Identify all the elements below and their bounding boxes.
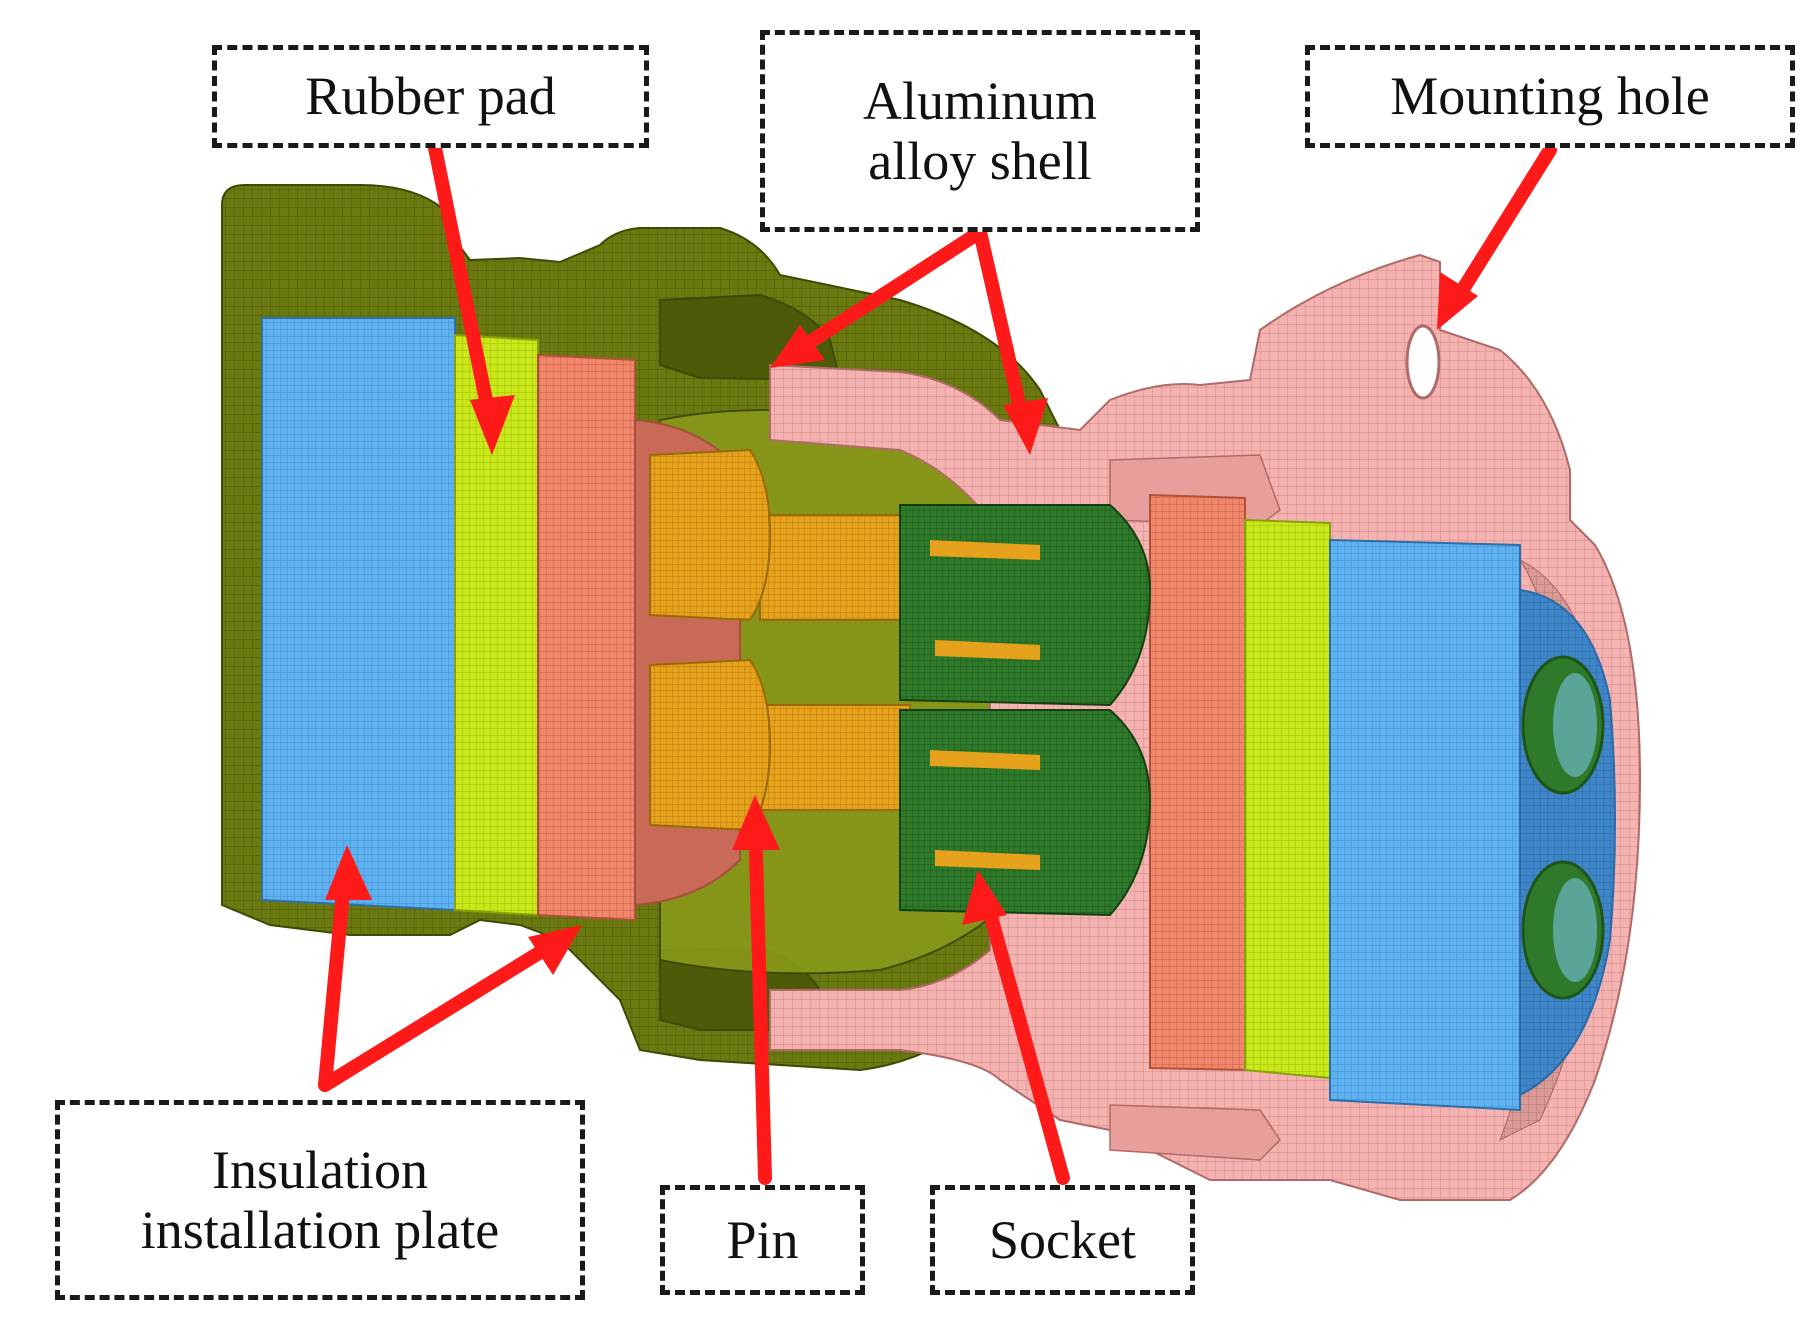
label-socket: Socket — [930, 1185, 1195, 1295]
arrow-heads — [325, 272, 1478, 975]
label-aluminum-line2: alloy shell — [868, 131, 1092, 191]
label-mounting-hole-text: Mounting hole — [1390, 66, 1710, 127]
label-aluminum-shell: Aluminum alloy shell — [760, 30, 1200, 232]
pin-upper — [649, 448, 911, 622]
socket-lower — [899, 709, 1152, 917]
arrow-socket — [978, 888, 1070, 1185]
label-aluminum-line1: Aluminum — [862, 70, 1097, 131]
label-rubber-pad: Rubber pad — [212, 45, 649, 148]
label-pin-text: Pin — [726, 1209, 799, 1270]
arrow-aluminum-lower — [973, 225, 1032, 437]
right-insulation-plate — [1329, 538, 1521, 1112]
label-insulation-line1: Insulation — [212, 1139, 428, 1200]
arrow-aluminum-upper — [783, 225, 987, 362]
right-rubber-pad — [1244, 518, 1331, 1080]
socket-upper — [899, 504, 1152, 707]
left-insulation-plate — [261, 317, 456, 912]
arrow-rubber-pad — [428, 141, 499, 437]
label-insulation-plate: Insulation installation plate — [55, 1100, 585, 1300]
right-salmon-plate — [1149, 493, 1246, 1072]
arrow-insulation-right — [318, 933, 567, 1092]
label-socket-text: Socket — [989, 1209, 1136, 1270]
label-insulation-plate-text: Insulation installation plate — [141, 1140, 499, 1261]
arrow-mounting-hole — [1443, 143, 1557, 317]
label-rubber-pad-text: Rubber pad — [305, 66, 556, 127]
arrows — [318, 141, 1557, 1185]
mounting-hole — [1405, 324, 1441, 400]
left-salmon-plate — [537, 353, 636, 922]
pin-lower — [649, 658, 911, 832]
label-aluminum-shell-text: Aluminum alloy shell — [863, 71, 1097, 192]
label-pin: Pin — [660, 1185, 865, 1295]
arrow-insulation-left — [318, 863, 352, 1092]
arrow-pin — [748, 813, 772, 1185]
label-mounting-hole: Mounting hole — [1305, 45, 1795, 148]
label-insulation-line2: installation plate — [140, 1200, 500, 1260]
